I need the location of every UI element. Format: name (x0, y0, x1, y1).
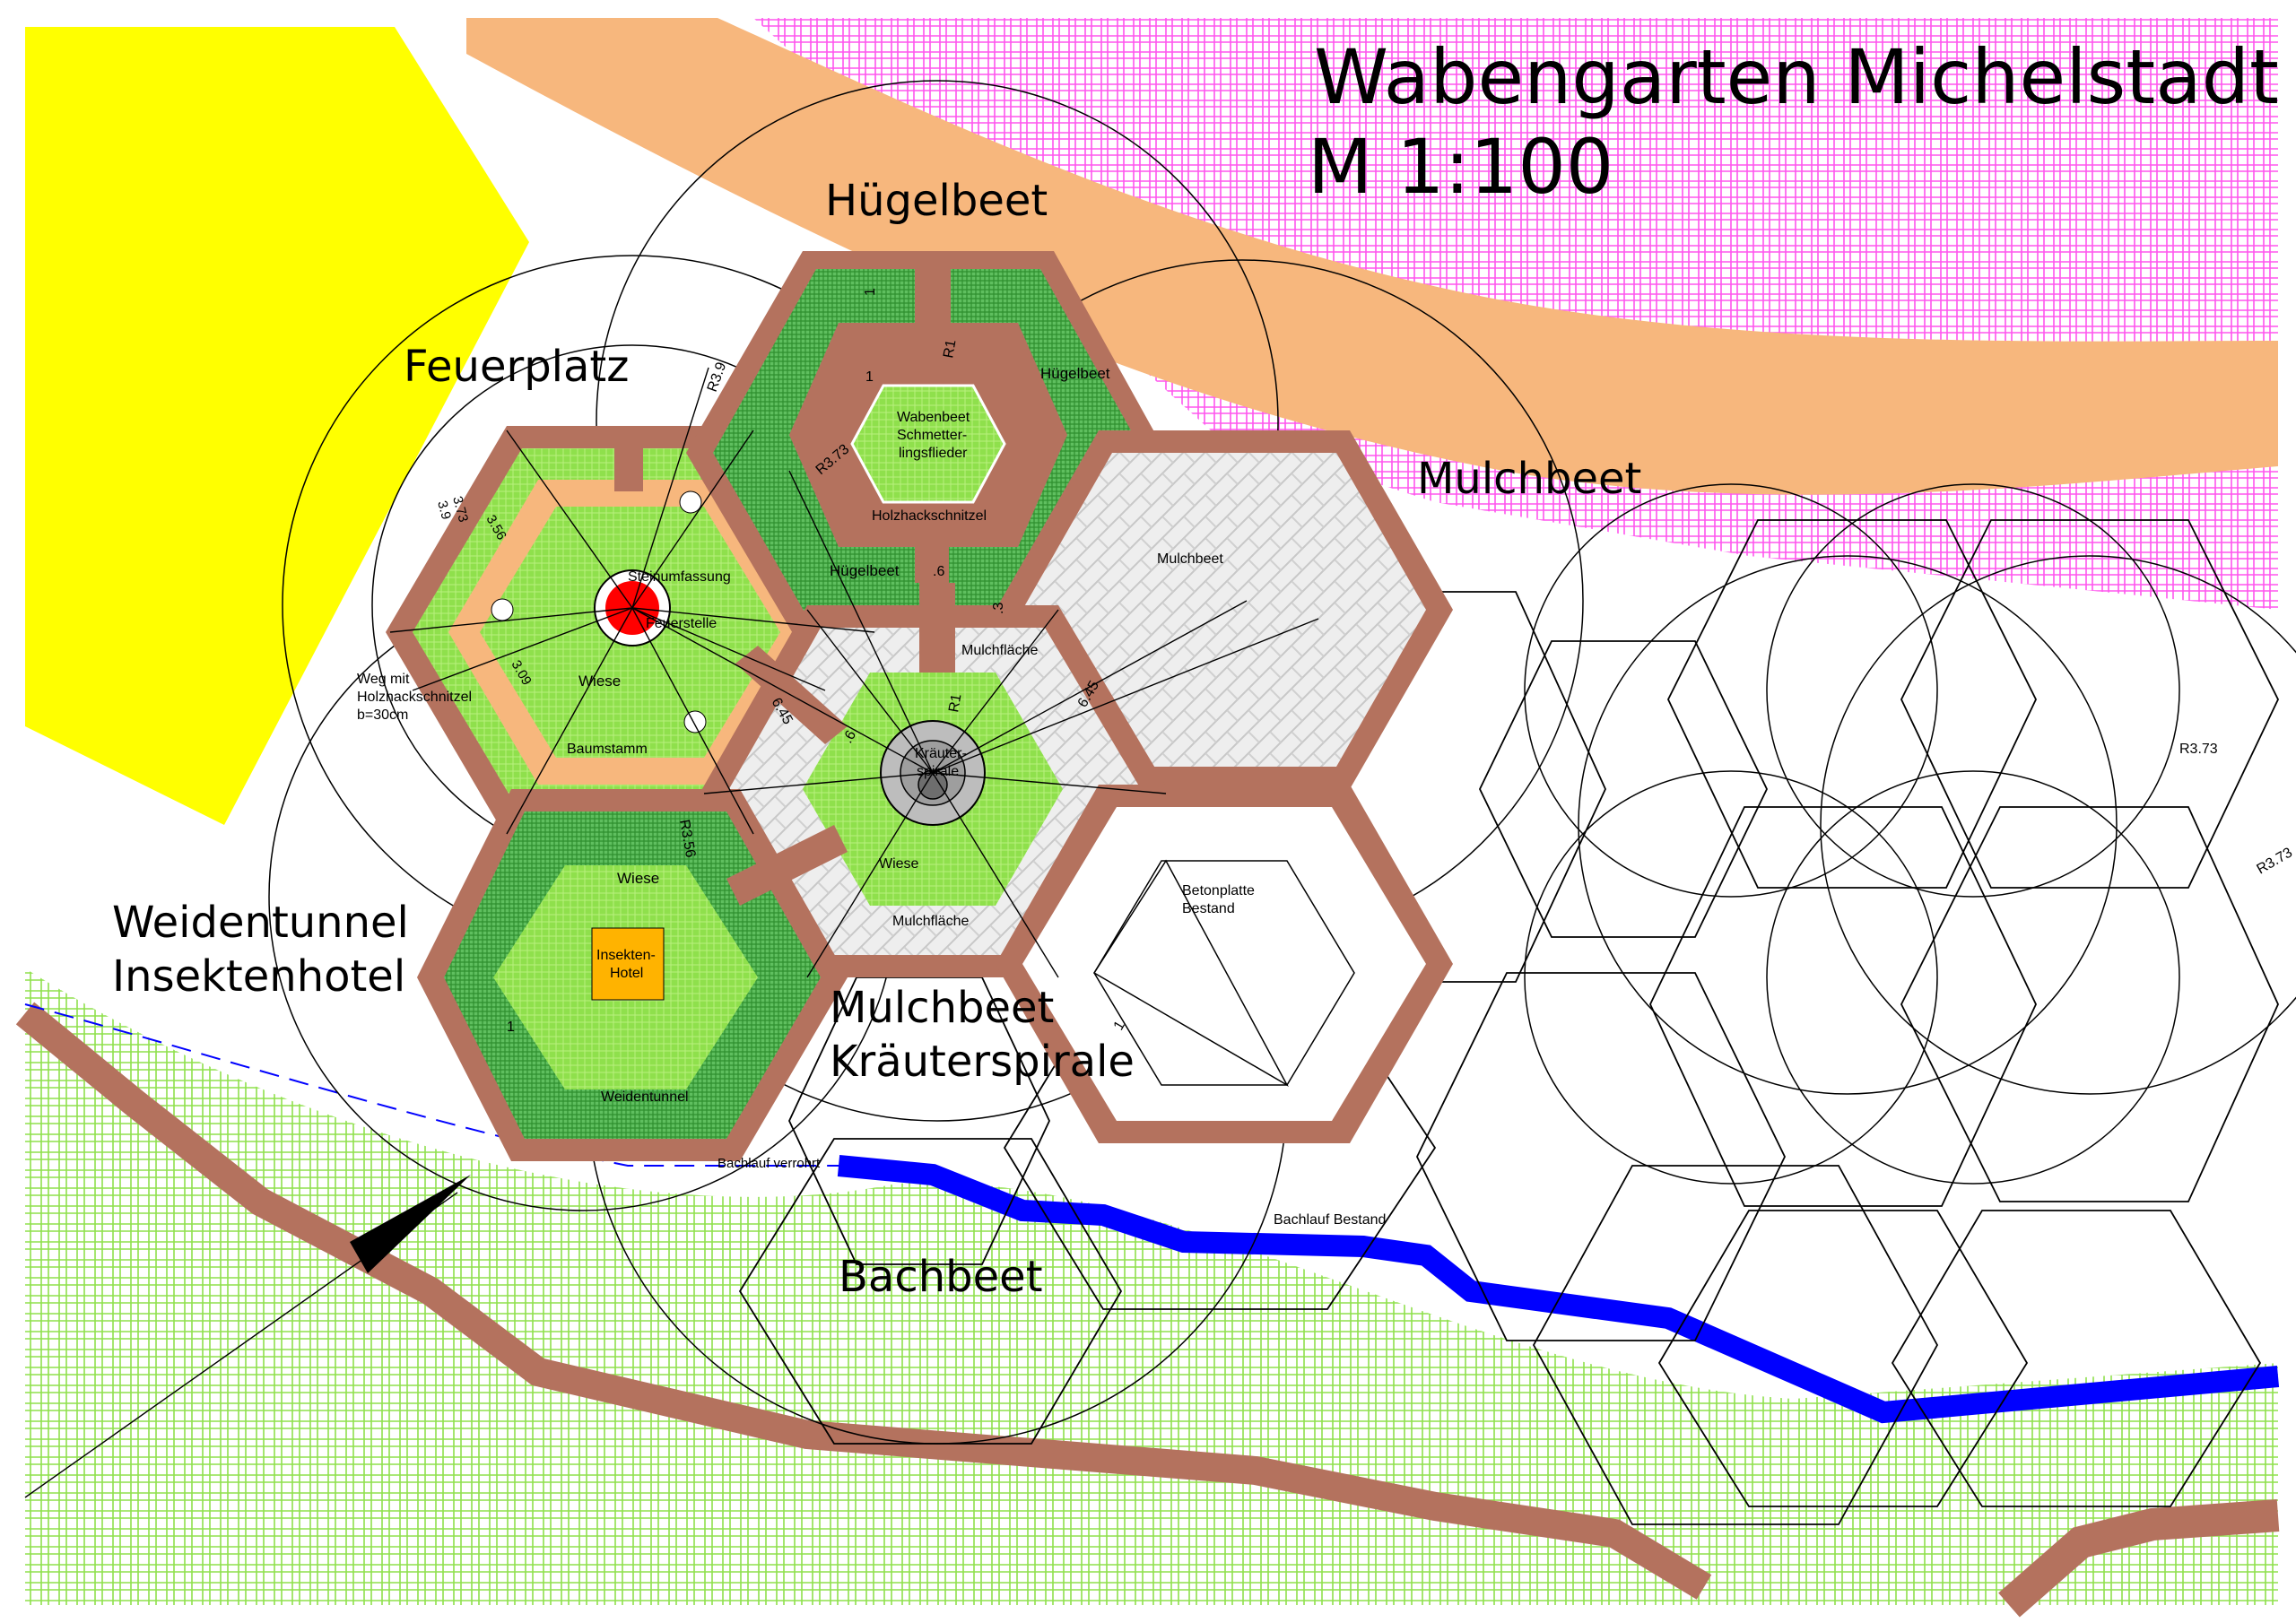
label-betonplatte-2: Bestand (1182, 901, 1235, 916)
dim-r373-edge: R3.73 (2255, 845, 2296, 877)
label-wiese-weiden: Wiese (617, 870, 659, 887)
label-mulchflaeche-1: Mulchfläche (961, 643, 1038, 658)
dim-r1-huegel: R1 (941, 339, 959, 360)
label-kraeuter-2: spirale (917, 764, 959, 779)
label-mulchflaeche-2: Mulchfläche (892, 914, 969, 929)
label-huegelbeet: Hügelbeet (825, 176, 1048, 226)
label-kraeuterspirale: Kräuterspirale (830, 1037, 1135, 1087)
label-baumstamm: Baumstamm (567, 742, 648, 757)
label-schmetterling-2: lingsflieder (899, 446, 968, 461)
label-mulchbeet: Mulchbeet (1417, 454, 1641, 504)
plan-title: Wabengarten Michelstadt (1314, 33, 2279, 121)
label-wiese-feuerplatz: Wiese (578, 673, 621, 690)
plan-scale: M 1:100 (1308, 123, 1613, 211)
dim-1-c: 1 (507, 1020, 515, 1035)
label-weidentunnel-small: Weidentunnel (601, 1089, 689, 1105)
north-arrow-icon (350, 1175, 471, 1273)
outline-hexagons (738, 519, 2280, 1525)
brown-path-right (1998, 1499, 2280, 1618)
dim-r373-right: R3.73 (2179, 742, 2218, 757)
brown-path-bottom (15, 1002, 1712, 1600)
label-feuerstelle: Feuerstelle (646, 616, 717, 631)
label-schmetterling-1: Schmetter- (897, 428, 967, 443)
label-mulchbeet-kraeuter: Mulchbeet (830, 983, 1054, 1033)
dim-06: .6 (933, 564, 944, 579)
meadow-area (25, 968, 2278, 1605)
label-weg-3: b=30cm (357, 707, 408, 723)
label-insektenhotel: Insektenhotel (112, 951, 405, 1002)
bachlauf-bestand-line (837, 1155, 2280, 1424)
label-insekten-2: Hotel (610, 966, 643, 981)
dim-r1-kraeuter: R1 (946, 693, 964, 714)
label-mulchbeet-small: Mulchbeet (1157, 551, 1223, 567)
label-feuerplatz: Feuerplatz (404, 342, 629, 392)
label-wabenbeet: Wabenbeet (897, 410, 970, 425)
label-bachlauf-bestand: Bachlauf Bestand (1274, 1212, 1386, 1228)
dim-373: 3.73 (449, 495, 471, 525)
dim-1-a: 1 (863, 288, 878, 296)
label-holzhackschnitzel: Holzhackschnitzel (872, 508, 987, 524)
label-weg-1: Weg mit (357, 672, 410, 687)
label-wiese-kraeuter: Wiese (879, 856, 919, 872)
yellow-area (25, 27, 529, 825)
label-kraeuter-1: Kräuter- (915, 746, 967, 761)
label-bachbeet: Bachbeet (839, 1252, 1043, 1302)
big-labels: Wabengarten Michelstadt M 1:100 Hügelbee… (112, 33, 2279, 1302)
dim-03: .3 (991, 603, 1006, 614)
label-weidentunnel: Weidentunnel (112, 898, 409, 948)
background-areas (15, 18, 2280, 1618)
label-insekten-1: Insekten- (596, 948, 656, 963)
betonplatte-hexagon (996, 785, 1453, 1143)
dim-1-b: 1 (865, 369, 874, 385)
label-betonplatte-1: Betonplatte (1182, 883, 1255, 898)
dim-39: 3.9 (434, 499, 454, 522)
small-labels: Hügelbeet Hügelbeet Wabenbeet Schmetter-… (357, 365, 1386, 1228)
label-weg-2: Holzhackschnitzel (357, 690, 472, 705)
label-bachlauf-verrohrt: Bachlauf verrohrt (718, 1156, 821, 1171)
orange-path (466, 18, 2278, 495)
label-huegelbeet-a: Hügelbeet (1040, 365, 1110, 382)
label-steinumfassung: Steinumfassung (628, 569, 731, 585)
label-huegelbeet-b: Hügelbeet (830, 562, 900, 579)
